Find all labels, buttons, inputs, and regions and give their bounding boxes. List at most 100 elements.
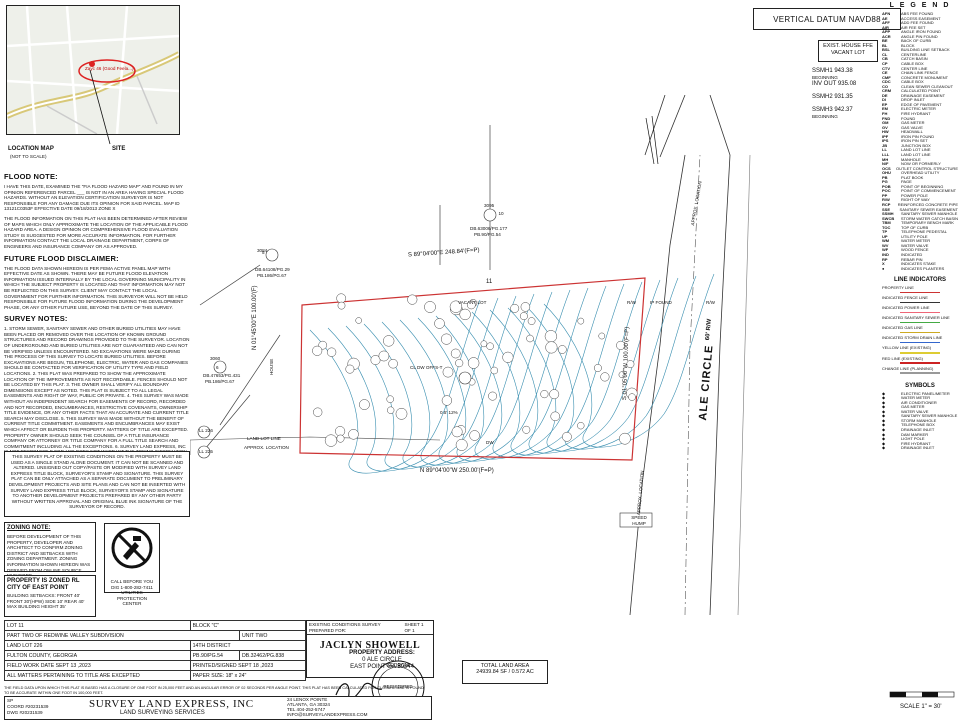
zoning-note-box: ZONING NOTE: BEFORE DEVELOPMENT OF THIS … xyxy=(4,522,96,578)
symbol-icon: ◆ xyxy=(882,395,886,401)
legend-abbr: WF xyxy=(882,247,889,253)
offset-label: 0.5' 12% xyxy=(440,410,458,415)
tree-icon xyxy=(336,293,347,304)
contour-label: CL DW OFFS-T xyxy=(410,365,443,370)
legend-desc: CABLE BOX xyxy=(901,61,924,67)
legend-abbr: IPF xyxy=(882,133,889,139)
tree-icon xyxy=(434,318,445,329)
vertical-datum-text: VERTICAL DATUM NAVD88 xyxy=(773,14,881,24)
symbol-label: STORM MANHOLE xyxy=(901,417,937,423)
legend-desc: WOOD FENCE xyxy=(901,247,929,253)
symbol-icon: ◆ xyxy=(882,436,886,442)
tree-icon xyxy=(407,294,418,305)
no-dig-icon xyxy=(111,527,153,569)
tb-sheet: SHEET 1 OF 1 xyxy=(404,622,424,633)
legend-abbr: CB xyxy=(882,56,888,62)
legend-abbr: AFN xyxy=(882,11,891,16)
symbol-icon: ◆ xyxy=(882,445,886,451)
dig-text: CALL BEFORE YOU DIG 1-800-282-7411 UTILI… xyxy=(110,579,154,607)
legend-abbr: FH xyxy=(882,111,888,117)
symbol-item: ◆TELEPHONE BOX xyxy=(882,423,958,428)
rw-right: R/W xyxy=(706,300,715,305)
lot5-no: 3084 xyxy=(257,248,268,253)
symbol-icon: ◆ xyxy=(882,399,886,405)
ssmh2: SSMH2 931.35 xyxy=(812,93,853,100)
legend-item: ●INDICATES PLANTERS xyxy=(882,266,958,272)
legend-desc: FIRE HYDRANT xyxy=(901,111,931,117)
contour-line xyxy=(327,297,499,472)
legend-desc: PAGE xyxy=(901,179,912,185)
legend-abbr: AFF xyxy=(882,20,890,26)
lot6-pb: PB.186/PG.67 xyxy=(205,379,235,384)
legend-desc: REBAR PIN xyxy=(901,256,923,262)
legend-desc: CHAIN LINK FENCE xyxy=(901,70,939,76)
legend-desc: GAS VALVE xyxy=(901,124,923,130)
legend-abbr: POB xyxy=(882,183,891,189)
legend-abbr: POC xyxy=(882,188,891,194)
disclaimer-text: THIS SURVEY PLAT OF EXISTING CONDITIONS … xyxy=(8,454,186,510)
legend-desc: POINT OF BEGINNING xyxy=(901,183,944,189)
tree-icon xyxy=(345,364,355,374)
legend-abbr: IPS xyxy=(882,138,889,144)
tree-icon xyxy=(490,366,499,375)
legend-desc: OVERHEAD UTILITY xyxy=(901,170,940,176)
lot10-no: 3095 xyxy=(484,203,495,208)
lot6-ref: DB.47653/PG.431 xyxy=(203,373,241,378)
site-label: SITE xyxy=(112,146,126,152)
symbol-label: TELEPHONE BOX xyxy=(901,422,935,428)
tree-icon xyxy=(440,333,453,345)
legend-desc: AIR FEE SET xyxy=(901,24,926,30)
legend-desc: STORM WATER CATCH BASIN xyxy=(900,215,958,221)
line-indicator-swatch xyxy=(900,341,940,344)
tree-icon xyxy=(557,345,567,354)
survey-notes-title: SURVEY NOTES: xyxy=(4,314,68,324)
line-indicators-title: LINE INDICATORS xyxy=(893,277,947,284)
benchmark-list: SSMH1 943.38 BEGINNING INV OUT 935.08 SS… xyxy=(812,68,882,119)
company-phone: TEL 404-252-5747 xyxy=(287,707,326,712)
site-plan xyxy=(190,95,751,615)
tree-icon xyxy=(335,426,346,437)
legend-desc: REINFORCED CONCRETE PIPE xyxy=(897,201,958,207)
job-sp: SP xyxy=(7,698,14,703)
legend-desc: CENTER LINE xyxy=(901,65,928,71)
legend-abbr: R/W xyxy=(882,197,890,203)
symbol-label: DAM MARKER xyxy=(901,431,929,437)
legend-abbr: PP xyxy=(882,192,888,198)
tree-icon xyxy=(467,357,480,369)
line-indicator: INDICATED FENCE LINE xyxy=(882,296,958,306)
tree-icon xyxy=(337,301,346,310)
legend-abbr: HW xyxy=(882,129,889,135)
legend-desc: CLEAN SEWER CLEANOUT xyxy=(901,83,954,89)
line-indicator-label: INDICATED STORM DRAIN LINE xyxy=(882,335,943,341)
legend-abbr: GM xyxy=(882,120,889,126)
legend-abbr: SSMH xyxy=(882,211,894,217)
legend-desc: LAND LOT LINE xyxy=(901,151,931,157)
line-indicator-swatch xyxy=(900,372,940,374)
symbol-icon: ◆ xyxy=(882,390,886,396)
line-indicator-swatch xyxy=(900,352,940,354)
legend-abbr: X xyxy=(882,261,885,267)
symbol-item: ◆LIGHT POLE xyxy=(882,436,958,442)
legend-desc: JUNCTION BOX xyxy=(901,142,931,148)
legend-abbr: BSL xyxy=(882,47,890,53)
legend-abbr: SSE xyxy=(882,206,891,212)
legend-abbr: TOC xyxy=(882,224,891,230)
lot10-number: 10 xyxy=(498,211,504,216)
legend-abbr: OHU xyxy=(882,170,891,176)
tb-district: 14TH DISTRICT xyxy=(189,640,307,651)
tree-icon xyxy=(449,300,463,313)
tree-icon xyxy=(545,341,558,354)
tree-icon xyxy=(326,347,337,357)
line-indicator: INDICATED POWER LINE xyxy=(882,306,958,316)
tree-icon xyxy=(336,434,345,443)
line-indicator-swatch xyxy=(900,362,940,364)
